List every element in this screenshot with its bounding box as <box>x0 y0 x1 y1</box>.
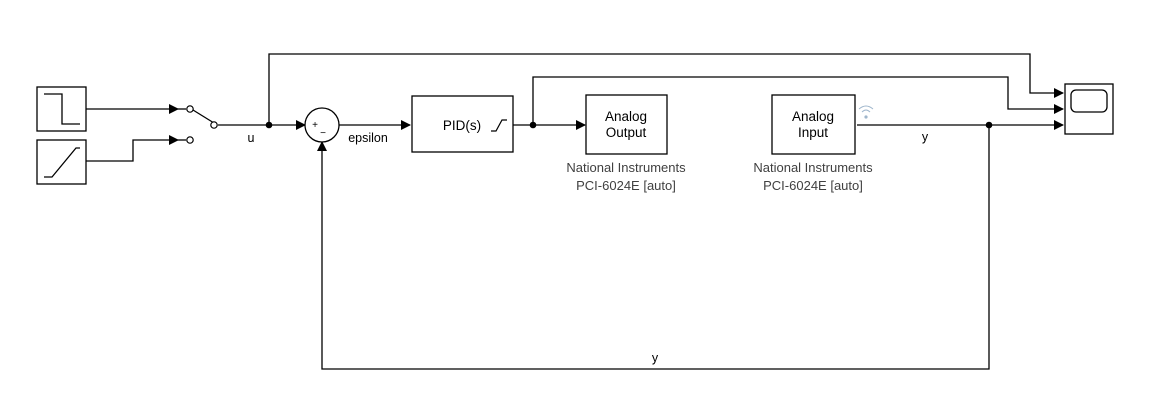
pid-label: PID(s) <box>443 118 481 133</box>
manual-switch-block[interactable] <box>178 105 218 144</box>
signal-label-y: y <box>922 130 929 144</box>
switch-icon <box>178 105 218 144</box>
wire-u-to-scope[interactable] <box>268 53 1064 125</box>
wire-control-to-scope[interactable] <box>532 76 1064 125</box>
branch-point-u <box>265 121 273 129</box>
scope-icon <box>1070 89 1108 113</box>
analog-output-label-line1: Analog <box>605 109 647 124</box>
signal-label-u: u <box>248 131 255 145</box>
analog-input-label-line1: Analog <box>792 109 834 124</box>
wire-ramp-to-switch[interactable] <box>86 135 179 162</box>
analog-output-block[interactable]: Analog Output <box>585 94 668 155</box>
ramp-icon <box>44 147 80 178</box>
step-source-block[interactable] <box>36 86 87 132</box>
analog-output-label-line2: Output <box>606 125 647 140</box>
sum-plus-sign: + <box>312 120 318 131</box>
pid-controller-block[interactable]: PID(s) <box>411 95 514 153</box>
step-icon <box>44 93 80 125</box>
wires <box>86 53 1064 370</box>
analog-input-block[interactable]: Analog Input <box>771 94 856 155</box>
ramp-source-block[interactable] <box>36 139 87 185</box>
analog-output-device-name: National Instruments <box>566 160 686 175</box>
sum-block[interactable]: + − <box>304 107 340 143</box>
analog-output-device-model: PCI-6024E [auto] <box>576 178 676 193</box>
wire-y-feedback[interactable] <box>317 125 990 370</box>
signal-label-epsilon: epsilon <box>348 131 388 145</box>
analog-input-device-name: National Instruments <box>753 160 873 175</box>
analog-input-device-model: PCI-6024E [auto] <box>763 178 863 193</box>
branch-point-y <box>985 121 993 129</box>
branch-point-control <box>529 121 537 129</box>
signal-label-y-feedback: y <box>652 351 659 365</box>
saturation-icon <box>491 119 507 132</box>
sum-minus-sign: − <box>320 128 326 139</box>
analog-input-label-line2: Input <box>798 125 828 140</box>
wireless-icon <box>858 105 874 119</box>
scope-block[interactable] <box>1064 83 1114 135</box>
